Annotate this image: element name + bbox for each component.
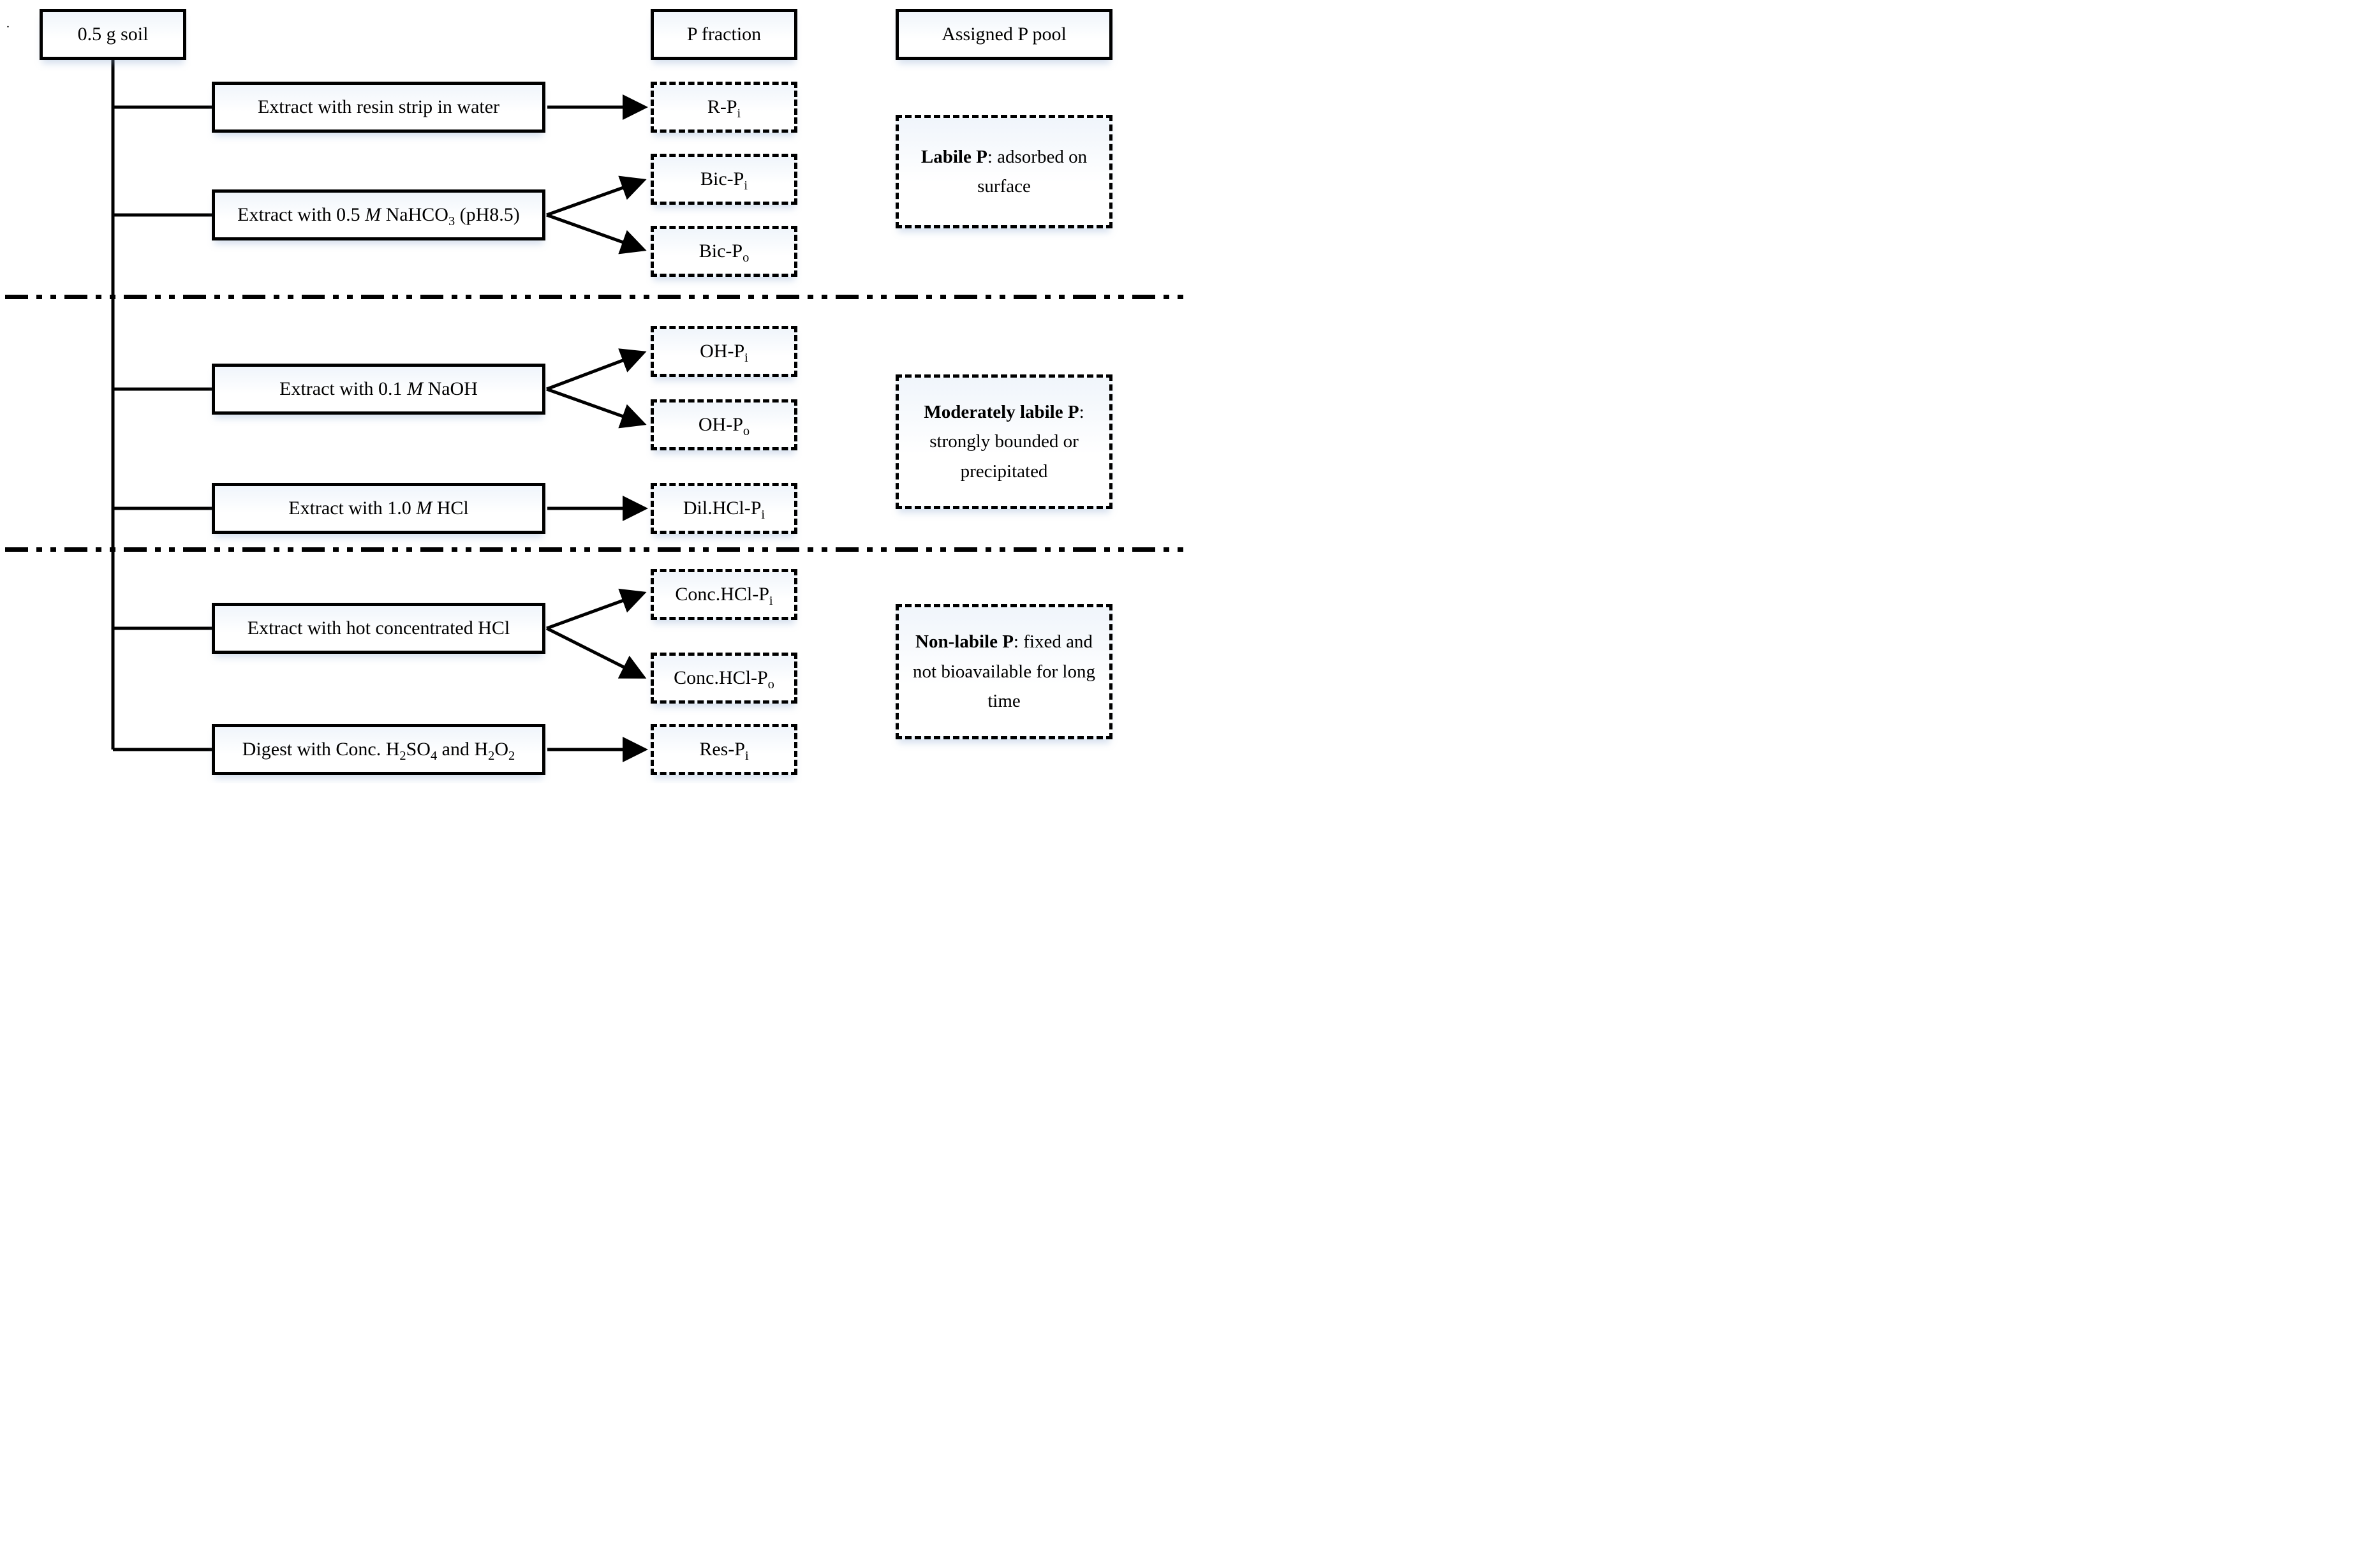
pool-moderately-labile-label: Moderately labile P: strongly bounded or… [924,401,1084,482]
extraction-dilute-hcl-label: Extract with 1.0 M HCl [288,498,469,519]
extraction-nahco3-box: Extract with 0.5 M NaHCO3 (pH8.5) [212,189,545,240]
pool-non-labile-box: Non-labile P: fixed and not bioavailable… [896,604,1112,739]
extraction-dilute-hcl-box: Extract with 1.0 M HCl [212,483,545,534]
fraction-oh-pi-box: OH-Pi [651,326,797,377]
soil-sample-box: 0.5 g soil [40,9,186,60]
fraction-dil-hcl-pi-box: Dil.HCl-Pi [651,483,797,534]
section-divider-moderate [5,547,1185,552]
fraction-r-pi-label: R-Pi [707,96,741,121]
header-p-fraction-label: P fraction [686,24,762,45]
extraction-nahco3-label: Extract with 0.5 M NaHCO3 (pH8.5) [237,204,520,229]
pool-labile-label: Labile P: adsorbed on surface [920,146,1088,196]
fraction-conc-hcl-pi-label: Conc.HCl-Pi [675,584,773,609]
fraction-oh-pi-label: OH-Pi [700,341,748,366]
pool-non-labile-label: Non-labile P: fixed and not bioavailable… [913,632,1095,712]
fraction-dil-hcl-pi-label: Dil.HCl-Pi [683,498,765,522]
pool-labile-box: Labile P: adsorbed on surface [896,115,1112,228]
arrow-bic-to-bicpi [546,175,647,217]
arrow-hothcl-to-concpo [545,626,647,679]
fraction-conc-hcl-po-label: Conc.HCl-Po [674,667,774,692]
extraction-naoh-box: Extract with 0.1 M NaOH [212,364,545,415]
digestion-box: Digest with Conc. H2SO4 and H2O2 [212,724,545,775]
arrow-hothcl-to-concpi [546,588,647,630]
fraction-res-pi-label: Res-Pi [699,739,749,764]
fraction-oh-po-box: OH-Po [651,399,797,450]
digestion-label: Digest with Conc. H2SO4 and H2O2 [242,739,515,764]
fraction-bic-po-box: Bic-Po [651,226,797,277]
extraction-resin-box: Extract with resin strip in water [212,82,545,133]
soil-sample-label: 0.5 g soil [77,24,149,45]
fraction-conc-hcl-pi-box: Conc.HCl-Pi [651,569,797,620]
pool-moderately-labile-box: Moderately labile P: strongly bounded or… [896,374,1112,509]
header-assigned-p-pool: Assigned P pool [896,9,1112,60]
fraction-bic-pi-box: Bic-Pi [651,154,797,205]
arrow-naoh-to-ohpo [546,387,647,429]
arrow-bic-to-bicpo [546,213,647,255]
section-divider-labile [5,295,1185,299]
header-p-fraction: P fraction [651,9,797,60]
header-assigned-p-pool-label: Assigned P pool [942,24,1067,45]
extraction-resin-label: Extract with resin strip in water [257,96,500,118]
extraction-hot-hcl-box: Extract with hot concentrated HCl [212,603,545,654]
extraction-hot-hcl-label: Extract with hot concentrated HCl [247,617,510,639]
arrow-naoh-to-ohpi [546,348,647,391]
fraction-conc-hcl-po-box: Conc.HCl-Po [651,653,797,704]
fraction-r-pi-box: R-Pi [651,82,797,133]
fraction-oh-po-label: OH-Po [698,414,750,439]
fraction-res-pi-box: Res-Pi [651,724,797,775]
fraction-bic-pi-label: Bic-Pi [700,168,748,193]
extraction-naoh-label: Extract with 0.1 M NaOH [279,378,478,400]
stray-period-mark: . [6,17,10,31]
fractionation-flowchart: . 0.5 g soil [0,0,1190,783]
fraction-bic-po-label: Bic-Po [698,240,750,265]
